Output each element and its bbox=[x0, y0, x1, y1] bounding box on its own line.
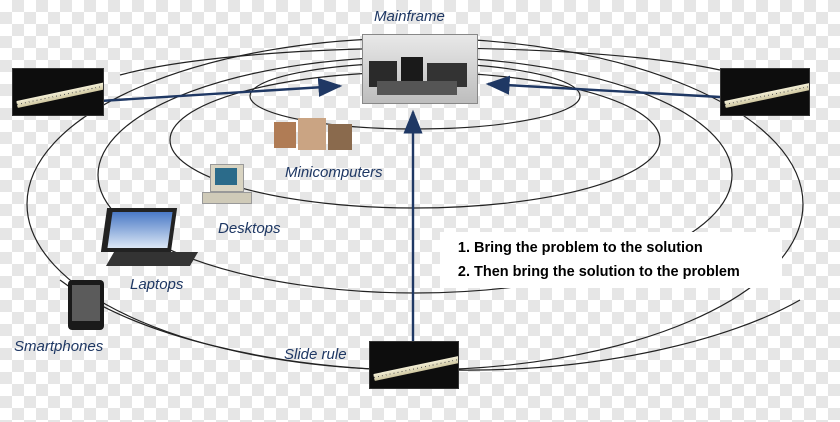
step-item: Bring the problem to the solution bbox=[474, 236, 776, 260]
slide-rule-label: Slide rule bbox=[284, 346, 347, 363]
arrow-right-to-mainframe bbox=[485, 75, 721, 99]
steps-box: Bring the problem to the solution Then b… bbox=[440, 232, 782, 288]
slide-rule-photo-bottom bbox=[369, 341, 459, 389]
laptops-label: Laptops bbox=[130, 276, 184, 293]
smartphone-photo bbox=[68, 280, 104, 330]
laptop-photo bbox=[100, 206, 198, 272]
desktop-computer-photo bbox=[200, 162, 254, 210]
minicomputer-photo bbox=[266, 112, 358, 156]
mainframe-label: Mainframe bbox=[374, 8, 445, 25]
steps-list: Bring the problem to the solution Then b… bbox=[446, 236, 776, 284]
smartphones-label: Smartphones bbox=[14, 338, 104, 355]
mainframe-photo bbox=[362, 34, 478, 104]
desktops-label: Desktops bbox=[218, 220, 281, 237]
slide-rule-photo-left bbox=[12, 68, 104, 116]
arrow-left-to-mainframe bbox=[99, 77, 343, 103]
slide-rule-photo-right bbox=[720, 68, 810, 116]
minicomputers-label: Minicomputers bbox=[285, 164, 383, 181]
step-item: Then bring the solution to the problem bbox=[474, 260, 776, 284]
